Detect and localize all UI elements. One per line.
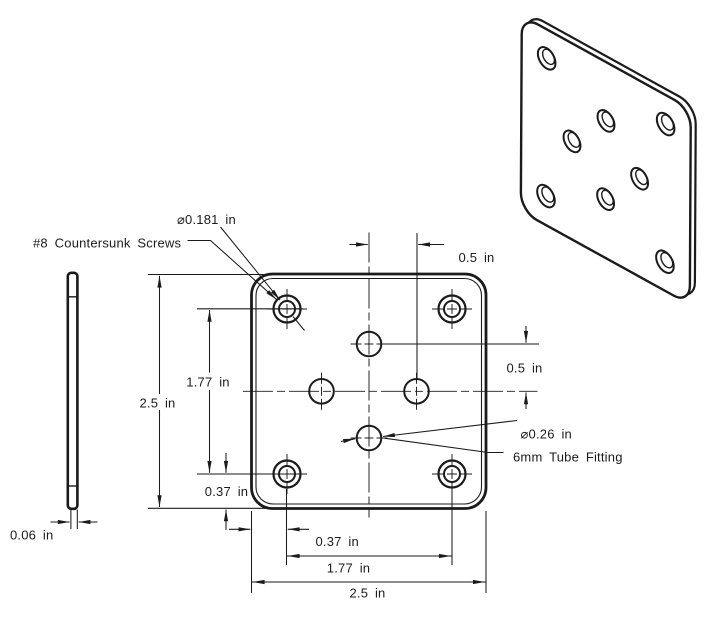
dim-top-offset-label: 0.5 in <box>458 250 494 265</box>
dim-bottom-inner-span-label: 1.77 in <box>327 561 370 576</box>
dim-bottom-overall-label: 2.5 in <box>349 586 385 601</box>
dim-bottom-corner-offset-label: 0.37 in <box>316 534 359 549</box>
countersunk-diameter-label: ⌀0.181 in <box>177 212 236 227</box>
dim-left-inner-span: 1.77 in <box>186 308 303 475</box>
callout-tube-fitting: ⌀0.26 in 6mm Tube Fitting <box>340 419 623 465</box>
callout-countersunk: ⌀0.181 in #8 Countersunk Screws <box>33 212 305 331</box>
arrow-right-icon <box>340 438 356 444</box>
dim-left-overall: 2.5 in <box>139 273 270 509</box>
dim-left-corner-offset-label: 0.37 in <box>205 484 248 499</box>
dim-right-offset-label: 0.5 in <box>506 361 542 376</box>
dim-thickness-label: 0.06 in <box>10 528 53 543</box>
dim-bottom-corner-offset: 0.37 in <box>229 527 359 549</box>
dim-top-offset: 0.5 in <box>349 233 494 379</box>
dim-left-inner-span-label: 1.77 in <box>186 375 229 390</box>
dim-thickness: 0.06 in <box>10 509 98 543</box>
dim-bottom-inner-span: 1.77 in <box>286 553 452 576</box>
dim-left-corner-offset: 0.37 in <box>205 453 248 530</box>
dim-bottom-overall: 2.5 in <box>251 579 486 601</box>
front-view: 0.5 in 0.5 in 2.5 in 1.77 in <box>33 212 623 601</box>
iso-plate-front-face <box>521 16 691 305</box>
dim-left-overall-label: 2.5 in <box>139 396 175 411</box>
side-view: 0.06 in <box>10 271 98 543</box>
side-view-plate-profile <box>66 271 79 511</box>
iso-holes <box>537 43 674 276</box>
tube-fitting-note-label: 6mm Tube Fitting <box>513 450 623 465</box>
center-hole-diameter-label: ⌀0.26 in <box>521 427 572 442</box>
dim-right-offset: 0.5 in <box>383 326 542 409</box>
countersunk-note-label: #8 Countersunk Screws <box>33 236 182 251</box>
arrow-left-icon <box>382 419 518 438</box>
isometric-view <box>521 10 696 308</box>
